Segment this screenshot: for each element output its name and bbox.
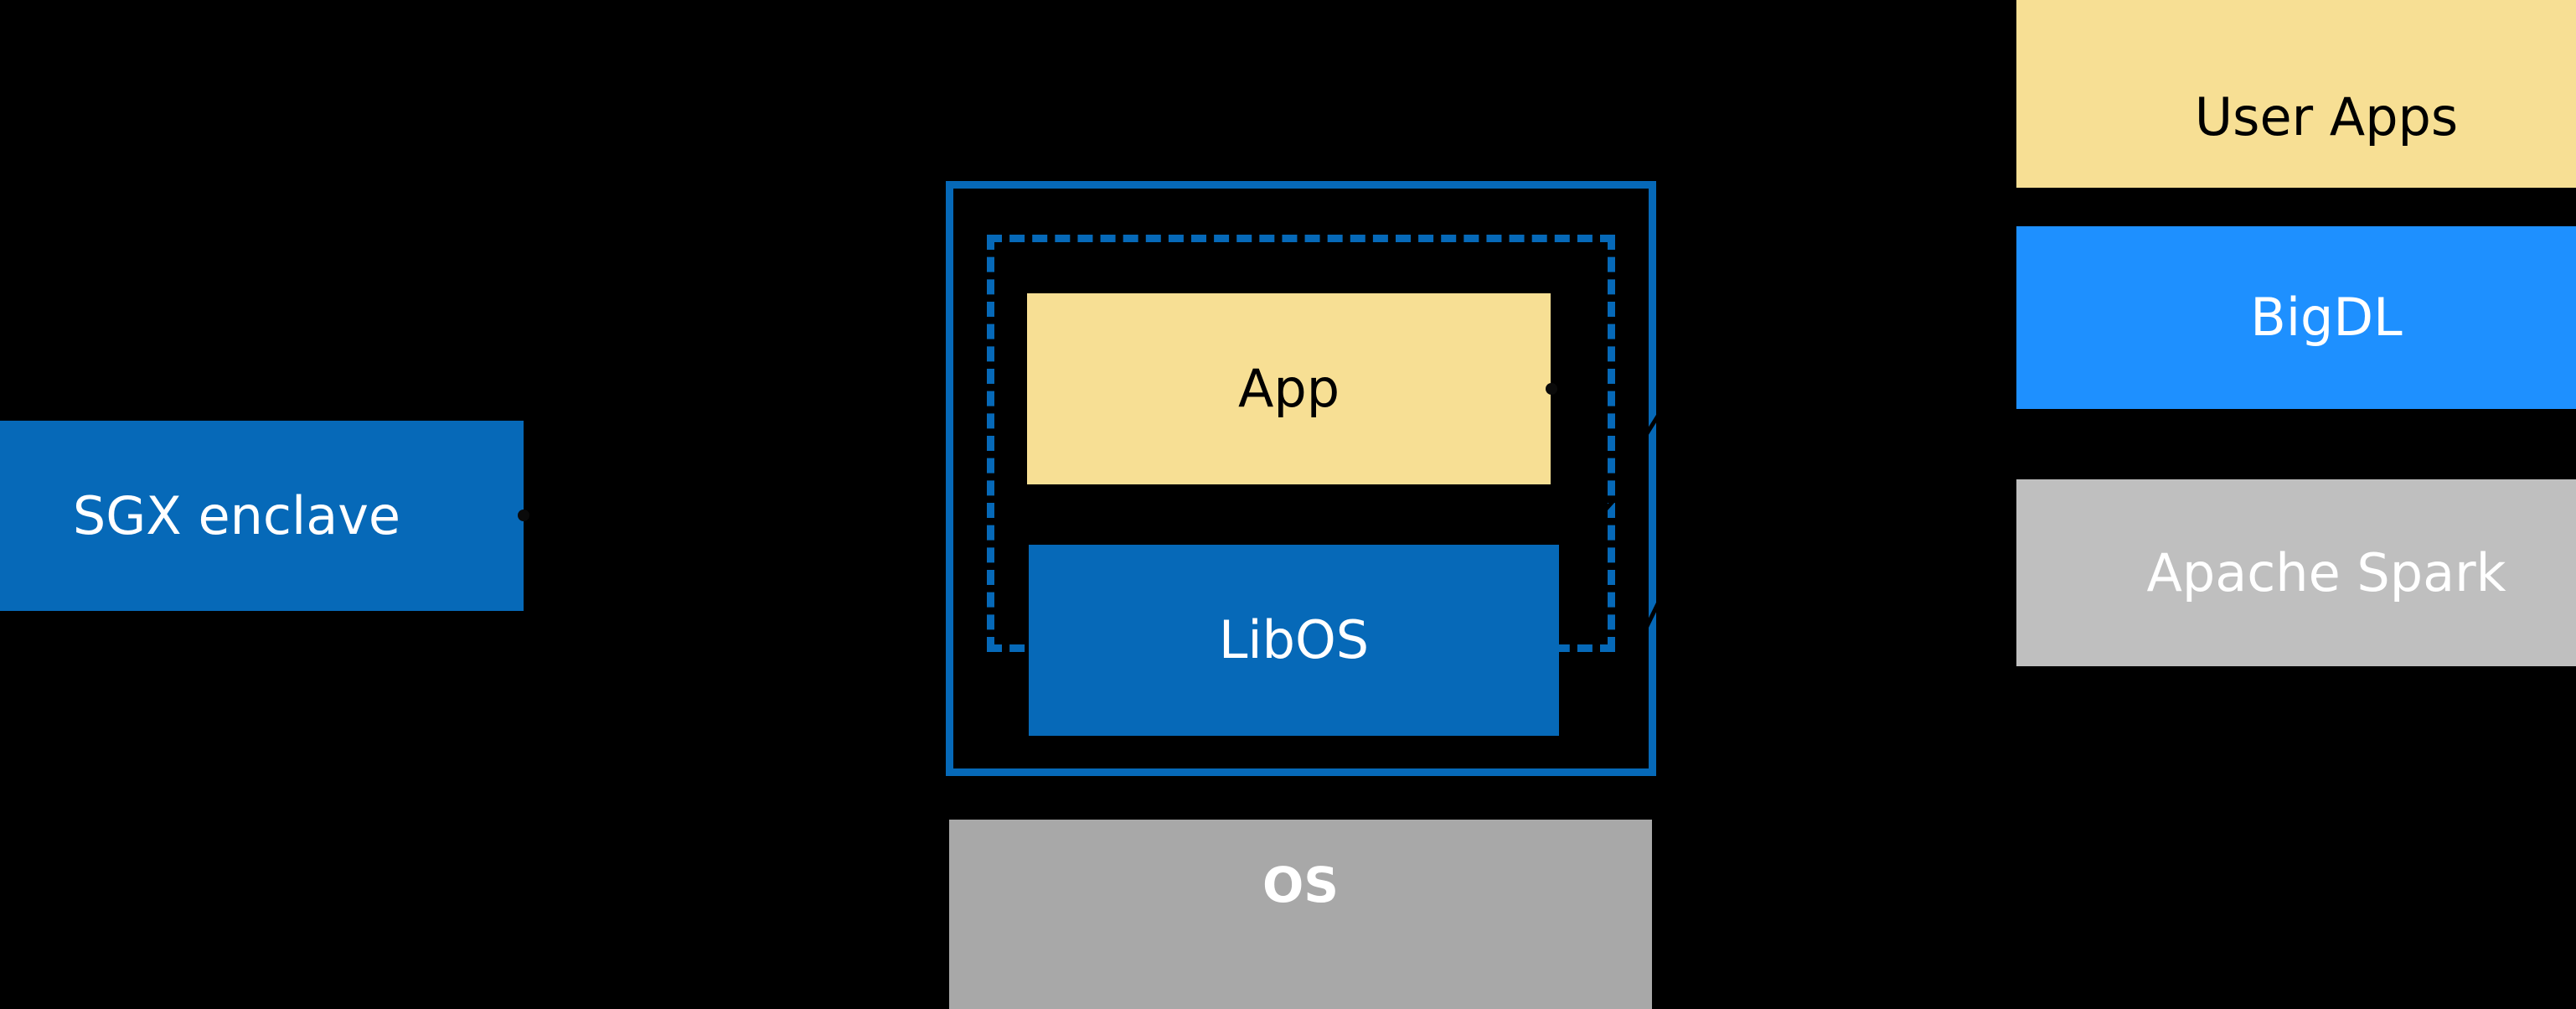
app-label: App [1237, 358, 1340, 420]
libos-label: LibOS [1218, 609, 1370, 671]
sgx-enclave-box[interactable]: SGX enclave [0, 421, 524, 611]
os-box[interactable]: OS [949, 820, 1652, 1009]
bigdl-box[interactable]: BigDL [2016, 226, 2576, 409]
user-apps-box[interactable]: User Apps [2016, 0, 2576, 188]
os-label: OS [1262, 856, 1340, 913]
user-apps-label: User Apps [2194, 85, 2459, 147]
bigdl-label: BigDL [2250, 287, 2403, 349]
apache-spark-label: Apache Spark [2146, 541, 2506, 603]
libos-box[interactable]: LibOS [1029, 545, 1559, 736]
app-box[interactable]: App [1027, 293, 1551, 484]
connector-app-dot [1546, 383, 1557, 395]
enclave-boundary-frame [946, 181, 1656, 776]
apache-spark-box[interactable]: Apache Spark [2016, 479, 2576, 666]
connector-sgx-enclave-dot [518, 510, 529, 521]
sgx-enclave-label: SGX enclave [72, 484, 401, 546]
